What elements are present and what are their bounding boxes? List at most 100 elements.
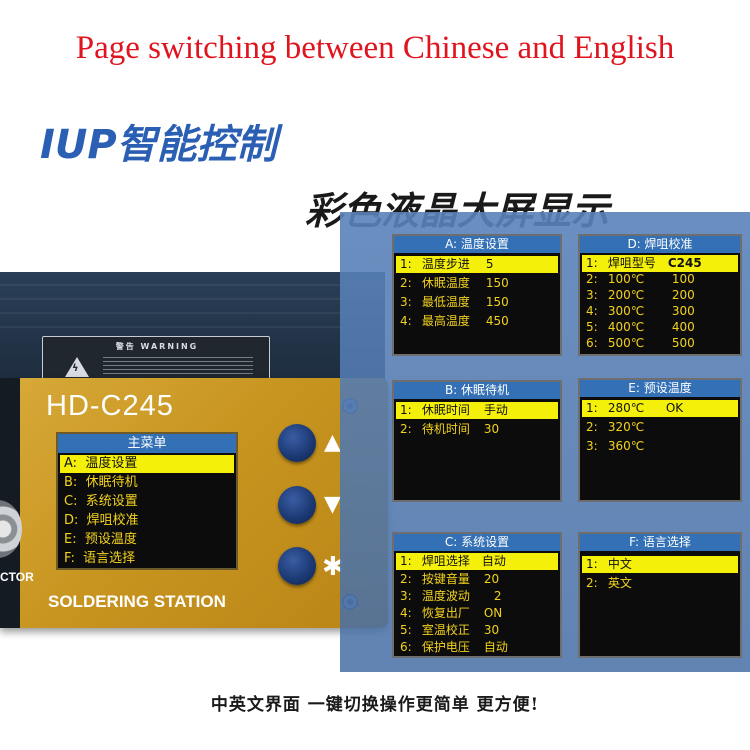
triangle-down-icon: ▼: [324, 492, 341, 517]
row-label: 500℃: [607, 336, 645, 350]
row-number: 1:: [586, 557, 598, 571]
row-number: 4:: [400, 314, 412, 328]
down-button[interactable]: [278, 486, 316, 524]
row-value: 150: [485, 295, 509, 309]
row-value: C245: [667, 256, 702, 270]
main-menu-item-e[interactable]: E: 预设温度: [64, 531, 232, 549]
row-number: 4:: [586, 304, 598, 318]
panel-row[interactable]: 6: 500℃ 500: [586, 335, 738, 351]
row-label: 待机时间: [421, 422, 470, 436]
row-label: 室温校正: [421, 623, 470, 637]
asterisk-icon: ✱: [322, 552, 344, 582]
main-menu-item-b[interactable]: B: 休眠待机: [64, 474, 232, 492]
row-label: 温度步进: [421, 257, 470, 271]
panel-title: C: 系统设置: [394, 534, 560, 551]
station-label: SOLDERING STATION: [48, 592, 226, 611]
triangle-up-icon: ▲: [324, 430, 341, 455]
panel-row[interactable]: 1: 中文: [582, 556, 738, 573]
row-value: 30: [483, 623, 500, 637]
row-number: 1:: [586, 401, 598, 415]
up-button[interactable]: [278, 424, 316, 462]
row-value: 自动: [483, 640, 508, 654]
panel-row[interactable]: 6: 保护电压自动: [400, 639, 558, 656]
main-menu-item-a[interactable]: A: 温度设置: [60, 455, 234, 473]
row-number: 6:: [400, 640, 412, 654]
warning-triangle-icon: [65, 357, 89, 377]
panel-row[interactable]: 3: 360℃: [586, 438, 738, 455]
panel-row[interactable]: 2: 320℃: [586, 419, 738, 436]
connector-jack: [0, 500, 22, 558]
row-value: 2: [493, 589, 502, 603]
row-value: 20: [483, 572, 500, 586]
panel-row[interactable]: 3: 200℃ 200: [586, 287, 738, 303]
main-menu-title: 主菜单: [58, 434, 236, 453]
panel-title: B: 休眠待机: [394, 382, 560, 399]
row-value: 手动: [483, 403, 508, 417]
main-menu-item-d[interactable]: D: 焊咀校准: [64, 512, 232, 530]
panel-row[interactable]: 1: 280℃ OK: [582, 400, 738, 417]
row-label: 中文: [607, 557, 632, 571]
panel-e-preset-temperature: E: 预设温度 1: 280℃ OK 2: 320℃ 3: 360℃: [578, 378, 742, 502]
row-value: 450: [485, 314, 509, 328]
row-number: 2:: [400, 276, 412, 290]
row-number: 2:: [400, 572, 412, 586]
row-value: 100: [671, 272, 695, 286]
panel-row[interactable]: 1: 休眠时间手动: [396, 402, 558, 419]
panel-title: E: 预设温度: [580, 380, 740, 397]
row-label: 280℃: [607, 401, 645, 415]
panel-row[interactable]: 1: 温度步进 5: [396, 256, 558, 273]
row-number: 3:: [586, 439, 598, 453]
row-value: 200: [671, 288, 695, 302]
row-number: 2:: [400, 422, 412, 436]
row-number: 2:: [586, 576, 598, 590]
row-label: 400℃: [607, 320, 645, 334]
row-label: 英文: [607, 576, 632, 590]
menu-item-key: D:: [64, 513, 79, 528]
panel-title: F: 语言选择: [580, 534, 740, 551]
panel-row[interactable]: 2: 按键音量 20: [400, 571, 558, 588]
panel-row[interactable]: 1: 焊咀选择自动: [396, 553, 558, 570]
row-number: 1:: [400, 554, 412, 568]
row-label: 恢复出厂: [421, 606, 470, 620]
row-label: 焊咀选择: [421, 554, 470, 568]
warning-label: 警告 WARNING ϟ: [42, 336, 270, 380]
menu-item-label: 预设温度: [84, 532, 137, 547]
row-number: 6:: [586, 336, 598, 350]
row-number: 1:: [586, 256, 598, 270]
row-label: 100℃: [607, 272, 645, 286]
star-button[interactable]: [278, 547, 316, 585]
panel-row[interactable]: 2: 英文: [586, 575, 738, 592]
menu-item-key: A:: [64, 456, 78, 471]
main-menu-item-f[interactable]: F: 语言选择: [64, 550, 232, 568]
row-number: 3:: [586, 288, 598, 302]
row-label: 360℃: [607, 439, 645, 453]
row-number: 2:: [586, 420, 598, 434]
main-menu-screen: 主菜单 A: 温度设置 B: 休眠待机 C: 系统设置 D: 焊咀校准 E: 预…: [56, 432, 238, 570]
row-value: 300: [671, 304, 695, 318]
row-label: 最低温度: [421, 295, 470, 309]
row-value: 150: [485, 276, 509, 290]
row-number: 1:: [400, 257, 412, 271]
menu-item-label: 语言选择: [83, 551, 136, 566]
row-value: OK: [665, 401, 684, 415]
connector-label: CTOR: [0, 570, 34, 584]
main-menu-item-c[interactable]: C: 系统设置: [64, 493, 232, 511]
row-number: 4:: [400, 606, 412, 620]
row-value: 500: [671, 336, 695, 350]
row-label: 按键音量: [421, 572, 470, 586]
panel-title: D: 焊咀校准: [580, 236, 740, 253]
row-label: 200℃: [607, 288, 645, 302]
row-value: 5: [485, 257, 494, 271]
